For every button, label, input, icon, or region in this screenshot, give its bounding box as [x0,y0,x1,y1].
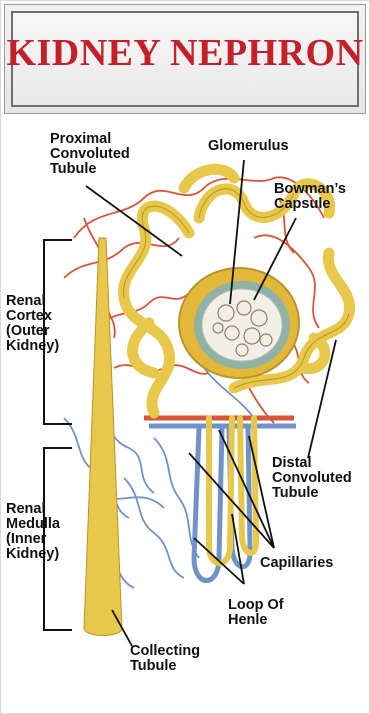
label-distal-tubule: Distal Convoluted Tubule [272,456,352,501]
label-proximal-tubule: Proximal Convoluted Tubule [50,132,130,177]
label-collecting-tubule: Collecting Tubule [130,644,200,674]
label-renal-cortex: Renal Cortex (Outer Kidney) [6,294,59,354]
label-bowmans-capsule: Bowman’s Capsule [274,182,346,212]
label-renal-medulla: Renal Medulla (Inner Kidney) [6,502,60,562]
collecting-tubule [84,238,122,636]
label-capillaries: Capillaries [260,556,333,571]
label-glomerulus: Glomerulus [208,139,289,154]
label-loop-of-henle: Loop Of Henle [228,598,284,628]
title-banner: KIDNEY NEPHRON [4,4,366,114]
leader-lines [86,160,336,646]
nephron-diagram: Proximal Convoluted Tubule Glomerulus Bo… [4,118,366,708]
page-title: KIDNEY NEPHRON [5,31,365,75]
bowmans-capsule-group [179,268,299,378]
